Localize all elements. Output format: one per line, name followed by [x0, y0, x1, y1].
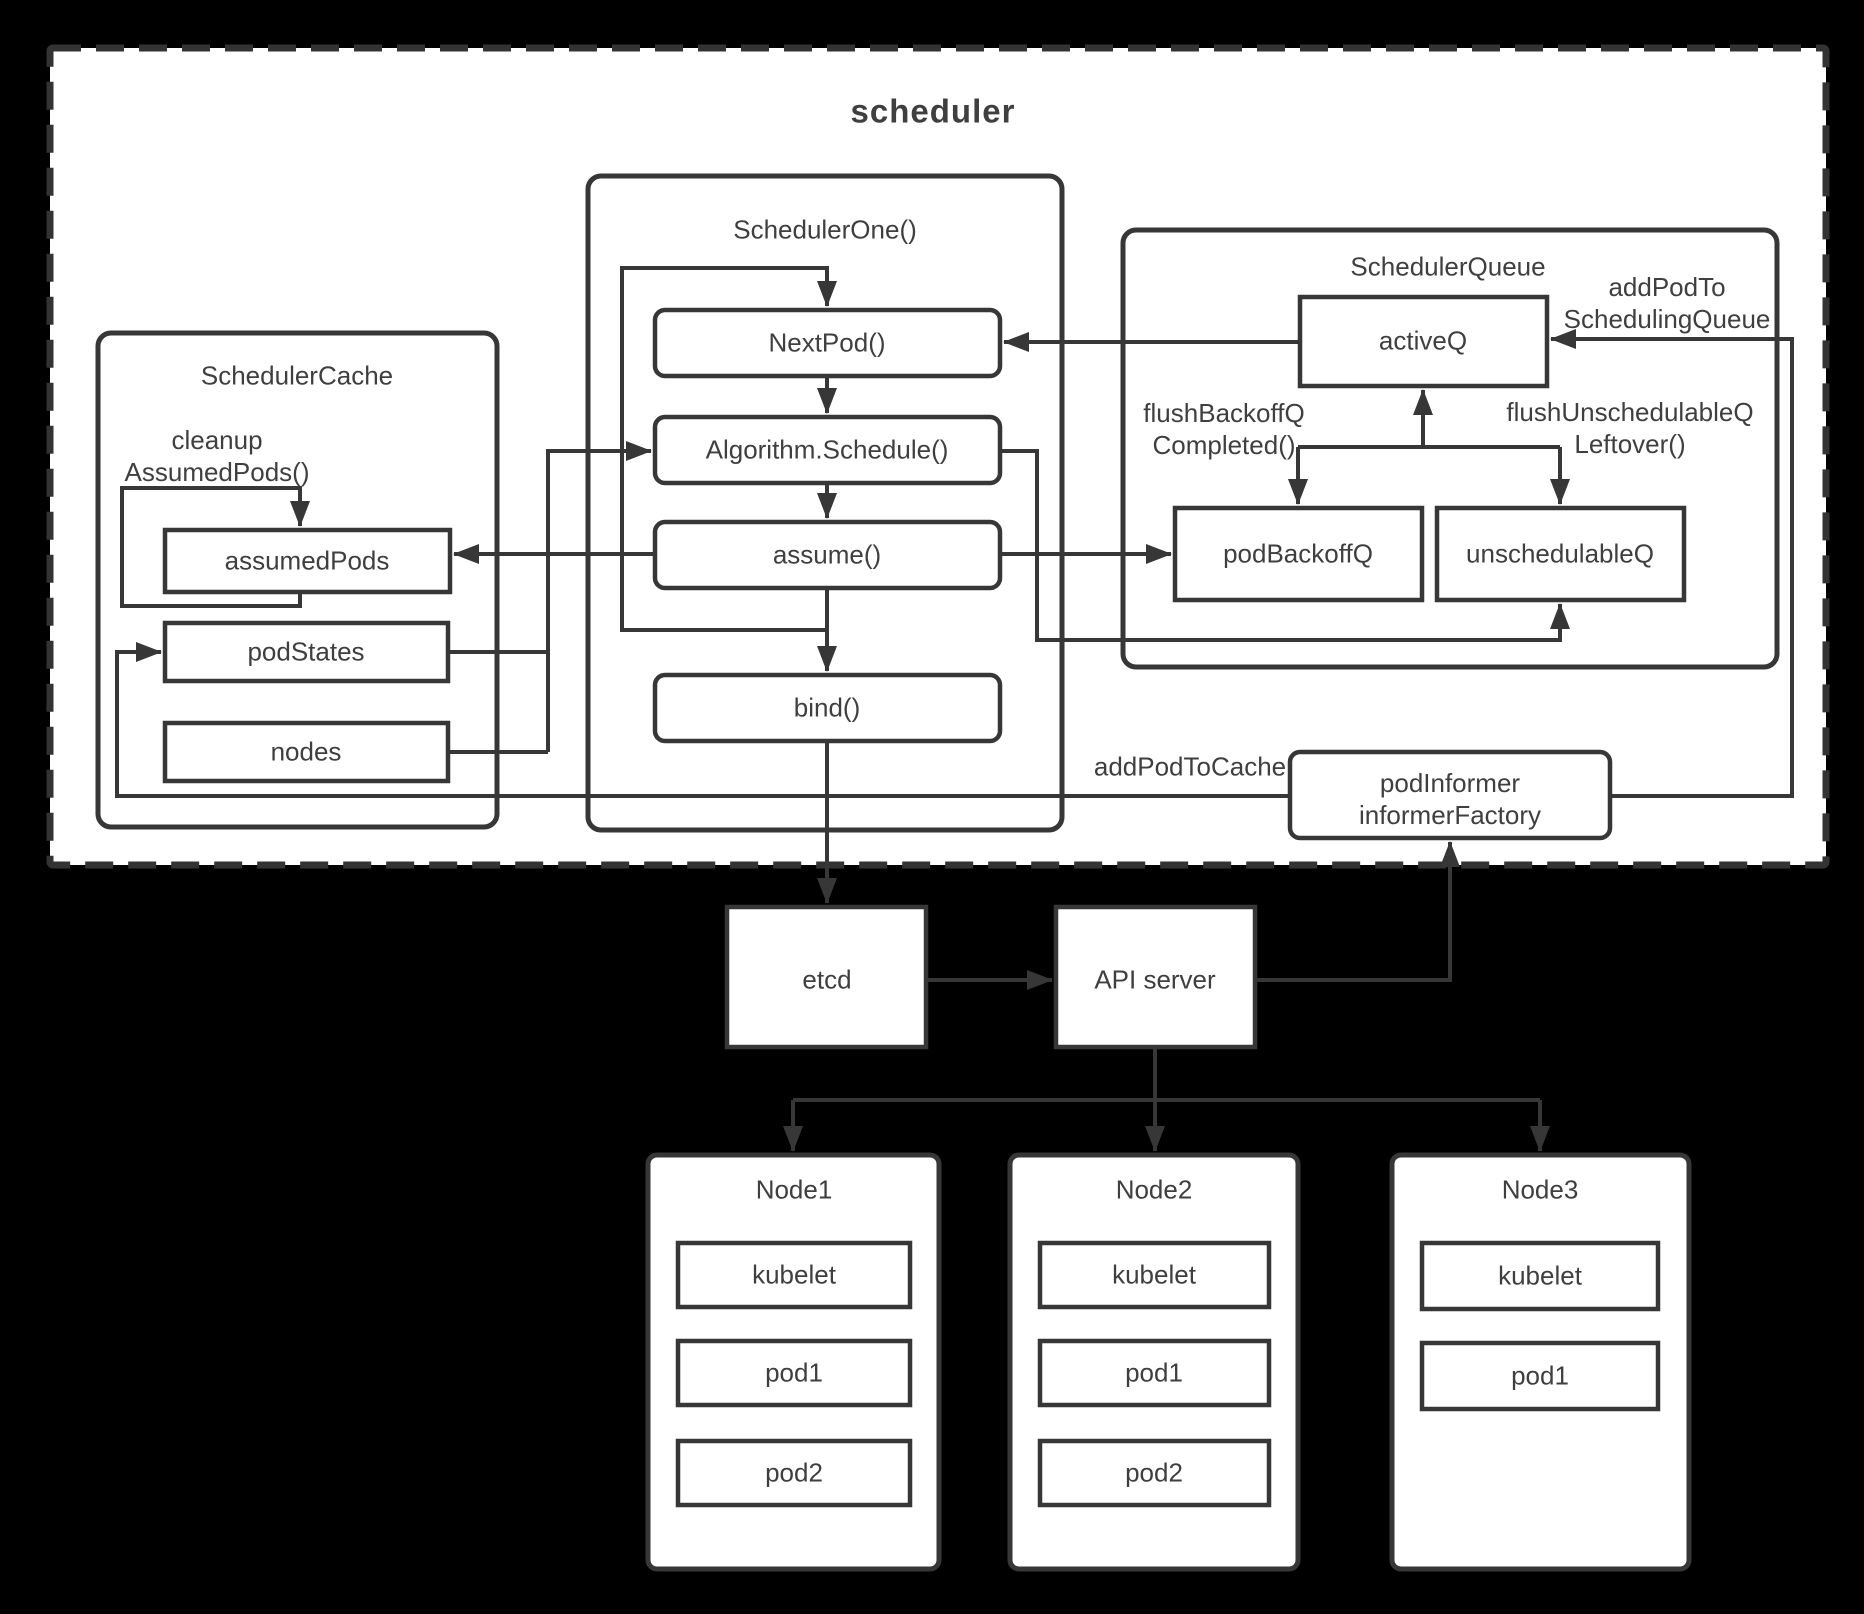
- node3-label: Node3: [1501, 1174, 1579, 1205]
- arrow-addpod-to-cache: [115, 642, 1290, 798]
- assume-box: [652, 519, 1003, 591]
- pod-states-box: [162, 620, 451, 684]
- arrow-assume-loop-to-nextpod: [620, 266, 837, 632]
- pod-backoff-q-label: podBackoffQ: [1223, 538, 1373, 569]
- pod-informer-line1: podInformer: [1379, 768, 1521, 798]
- active-q-label: activeQ: [1378, 325, 1468, 356]
- nodes-box: [162, 720, 451, 784]
- flush-unschedulable-line1: flushUnschedulableQ: [1506, 397, 1754, 427]
- scheduler-cache-label: SchedulerCache: [200, 360, 394, 391]
- pod-states-label: podStates: [247, 636, 365, 667]
- node3-kubelet-label: kubelet: [1498, 1260, 1582, 1291]
- node1-pod1-box: [675, 1338, 913, 1408]
- node2-pod1-box: [1037, 1338, 1272, 1408]
- add-pod-line1: addPodTo: [1608, 272, 1726, 302]
- diagram-title: scheduler: [850, 92, 1016, 130]
- bind-box: [652, 672, 1003, 744]
- node1-pod2-box: [675, 1438, 913, 1508]
- scheduler-queue-box: [1120, 227, 1780, 670]
- add-pod-line2: SchedulingQueue: [1563, 304, 1771, 334]
- node1-kubelet-box: [675, 1240, 913, 1310]
- flush-backoff-label: flushBackoffQ Completed(): [1143, 397, 1304, 461]
- pod-informer-label: podInformer informerFactory: [1359, 767, 1541, 831]
- flush-backoff-line1: flushBackoffQ: [1143, 398, 1305, 428]
- cleanup-assumed-pods-label: cleanup AssumedPods(): [125, 424, 310, 488]
- scheduler-queue-label: SchedulerQueue: [1350, 251, 1546, 282]
- node3-pod1-label: pod1: [1511, 1360, 1569, 1391]
- scheduler-one-label: SchedulerOne(): [733, 214, 917, 245]
- node1-kubelet-label: kubelet: [752, 1259, 836, 1290]
- scheduler-cache-box: [95, 330, 500, 830]
- node2-label: Node2: [1115, 1174, 1193, 1205]
- flush-unschedulable-line2: Leftover(): [1574, 429, 1686, 459]
- arrow-apiserver-to-podinformer: [1255, 841, 1460, 982]
- flush-backoff-line2: Completed(): [1152, 430, 1296, 460]
- unschedulable-q-label: unschedulableQ: [1466, 538, 1654, 569]
- pod-informer-line2: informerFactory: [1358, 800, 1542, 830]
- bind-label: bind(): [793, 692, 861, 723]
- next-pod-label: NextPod(): [768, 327, 886, 358]
- cleanup-line2: AssumedPods(): [124, 457, 310, 487]
- next-pod-box: [652, 307, 1003, 379]
- node1-label: Node1: [755, 1174, 833, 1205]
- arrow-addpod-to-scheduling-queue: [1550, 329, 1794, 798]
- algorithm-schedule-label: Algorithm.Schedule(): [705, 434, 949, 465]
- assumed-pods-box: [162, 527, 453, 595]
- node2-pod2-box: [1037, 1438, 1272, 1508]
- add-pod-to-scheduling-queue-label: addPodTo SchedulingQueue: [1564, 271, 1771, 335]
- active-q-box: [1297, 294, 1550, 389]
- node2-kubelet-box: [1037, 1240, 1272, 1310]
- node2-kubelet-label: kubelet: [1112, 1259, 1196, 1290]
- api-server-box: [1053, 904, 1258, 1050]
- pod-informer-box: [1287, 749, 1613, 841]
- flush-unschedulable-label: flushUnschedulableQ Leftover(): [1506, 396, 1753, 460]
- cleanup-line1: cleanup: [171, 425, 263, 455]
- arrow-algorithm-to-unschedulableq: [1000, 449, 1570, 642]
- api-server-label: API server: [1094, 964, 1216, 995]
- nodes-label: nodes: [270, 736, 342, 767]
- pod-backoff-q-box: [1172, 505, 1425, 603]
- assumed-pods-label: assumedPods: [224, 545, 390, 576]
- node2-pod1-label: pod1: [1125, 1357, 1183, 1388]
- arrow-cache-to-algorithm: [546, 441, 652, 752]
- etcd-box: [724, 904, 929, 1050]
- node1-pod1-label: pod1: [765, 1357, 823, 1388]
- node2-pod2-label: pod2: [1125, 1457, 1183, 1488]
- arrow-cleanup-assumed-pods-loop: [120, 486, 310, 608]
- node3-kubelet-box: [1419, 1240, 1661, 1312]
- add-pod-to-cache-label: addPodToCache: [1093, 751, 1287, 782]
- etcd-label: etcd: [802, 964, 852, 995]
- node3-pod1-box: [1419, 1340, 1661, 1412]
- node1-pod2-label: pod2: [765, 1457, 823, 1488]
- assume-label: assume(): [772, 539, 882, 570]
- algorithm-schedule-box: [652, 414, 1003, 486]
- unschedulable-q-box: [1434, 505, 1687, 603]
